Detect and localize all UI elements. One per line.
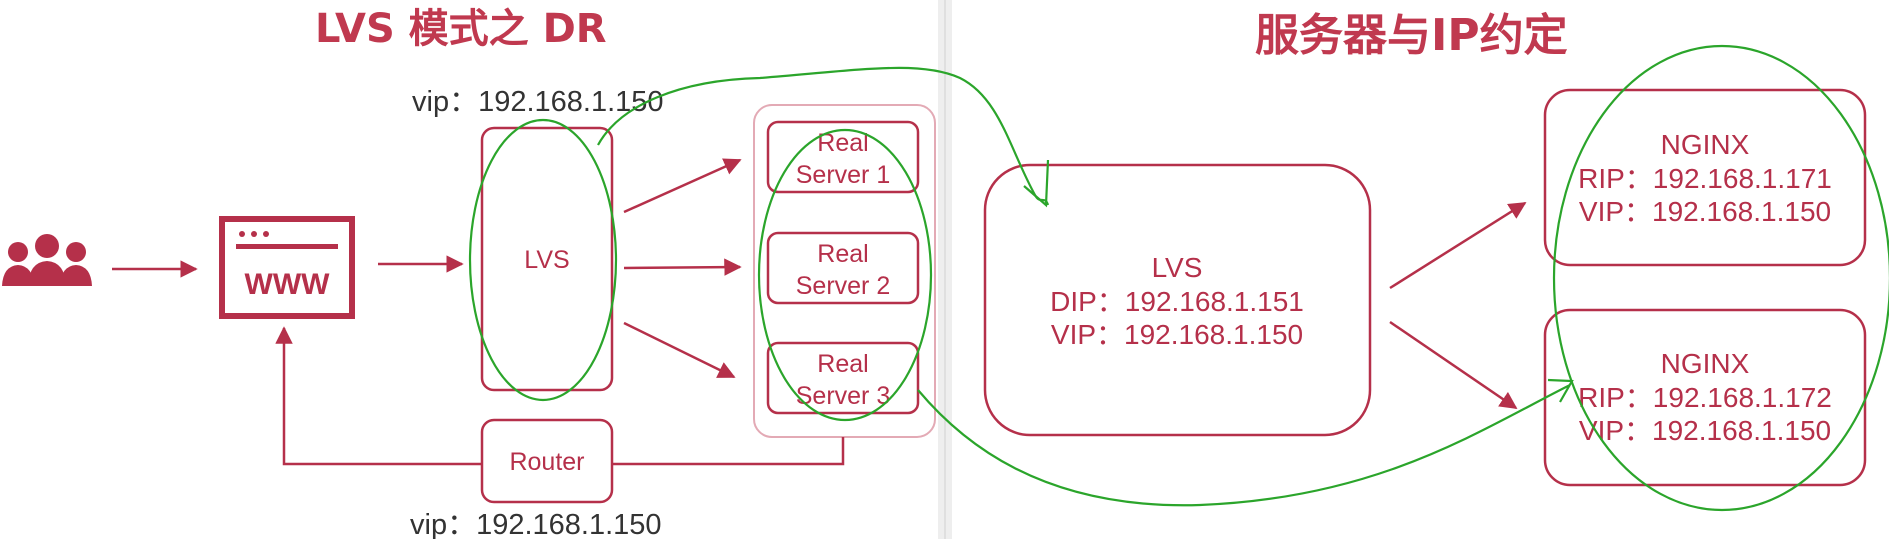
vip-top-label: vip：192.168.1.150	[412, 86, 664, 118]
router-label: Router	[509, 448, 584, 476]
right-title: 服务器与IP约定	[1255, 10, 1568, 61]
real-server-3-line2: Server 3	[796, 382, 890, 410]
lvs-box	[480, 126, 614, 392]
nginx-1-vip: VIP：192.168.1.150	[1579, 196, 1831, 227]
real-server-2-line1: Real	[817, 240, 868, 268]
lvs-server-vip: VIP：192.168.1.150	[1051, 319, 1303, 350]
annotation-arrowhead-2	[1547, 378, 1574, 403]
real-server-3: Real Server 3	[766, 341, 920, 415]
annotations	[468, 44, 1889, 512]
nginx-1-name: NGINX	[1661, 129, 1750, 160]
lvs-server-name: LVS	[1152, 252, 1203, 283]
lvs-label: LVS	[524, 246, 569, 274]
arrow-lvs-to-rs3	[623, 321, 736, 379]
annotation-ellipse-nginx	[1552, 44, 1889, 512]
real-server-3-line1: Real	[817, 350, 868, 378]
annotation-ellipse-real-servers	[757, 128, 933, 422]
real-server-2-line2: Server 2	[796, 272, 890, 300]
users-icon	[2, 234, 92, 286]
arrow-lvs-to-rs2	[623, 258, 742, 276]
nginx-server-2: NGINX RIP：192.168.1.172 VIP：192.168.1.15…	[1543, 308, 1867, 487]
real-server-2: Real Server 2	[766, 231, 920, 305]
vip-bottom-label: vip：192.168.1.150	[410, 509, 662, 539]
real-server-1-line2: Server 1	[796, 161, 890, 189]
nginx-2-name: NGINX	[1661, 348, 1750, 379]
annotation-arrowhead-1	[1023, 159, 1050, 208]
lvs-server-box	[983, 163, 1372, 437]
www-browser-icon: WWW	[219, 216, 355, 319]
arrow-lvs-to-nginx-2	[1389, 320, 1518, 410]
annotation-ellipse-lvs	[468, 118, 618, 402]
www-label: WWW	[245, 268, 331, 301]
router-box	[480, 418, 614, 504]
arrow-lvs-to-nginx-1	[1389, 201, 1527, 290]
nginx-server-1: NGINX RIP：192.168.1.171 VIP：192.168.1.15…	[1543, 88, 1867, 267]
annotation-curve-rs3-to-nginx	[917, 384, 1571, 507]
left-title: LVS 模式之 DR	[315, 6, 607, 52]
arrow-lvs-to-rs1	[623, 158, 742, 214]
nginx-2-vip: VIP：192.168.1.150	[1579, 415, 1831, 446]
nginx-2-rip: RIP：192.168.1.172	[1578, 382, 1832, 413]
real-server-1: Real Server 1	[766, 120, 920, 194]
lvs-server-dip: DIP：192.168.1.151	[1050, 286, 1304, 317]
arrow-router-to-www	[275, 326, 482, 466]
line-rs-to-router	[612, 437, 845, 466]
nginx-1-rip: RIP：192.168.1.171	[1578, 163, 1832, 194]
